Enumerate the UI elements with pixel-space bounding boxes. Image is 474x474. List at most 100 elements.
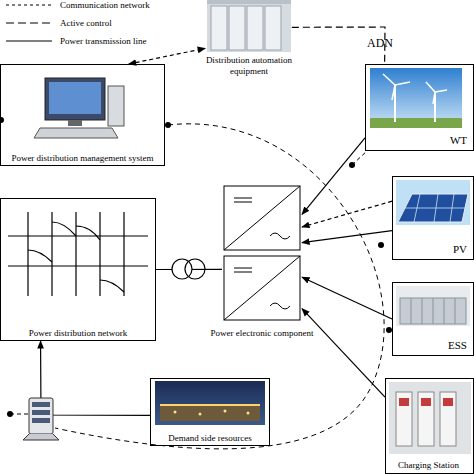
storage-photo	[411, 298, 455, 324]
legend-text: Power transmission line	[60, 36, 147, 46]
control-line	[302, 201, 392, 227]
converter-symbol	[234, 198, 252, 202]
node-label: PV	[453, 243, 467, 256]
legend-row: Power transmission line	[6, 32, 150, 50]
legend-row: Communication network	[6, 0, 150, 14]
wind-turbine-photo	[383, 74, 410, 100]
storage-photo	[400, 298, 466, 324]
power-line	[41, 341, 150, 415]
node-label: Charging Station	[386, 460, 471, 470]
wind-turbine-photo	[370, 68, 462, 128]
legend: Communication networkActive controlPower…	[6, 0, 150, 50]
communication-arc	[165, 122, 171, 128]
power-line	[302, 277, 392, 319]
power-line	[156, 269, 222, 270]
converter-symbol	[270, 303, 290, 309]
legend-line-sample	[6, 18, 52, 28]
legend-line-sample	[6, 40, 52, 41]
charging-station-photo	[421, 398, 431, 406]
node-label: Demand side resources	[139, 433, 281, 443]
cabinet-photo	[207, 0, 291, 52]
power-line	[302, 138, 365, 214]
wind-turbine-photo	[426, 82, 447, 104]
legend-line-sample	[6, 36, 52, 46]
server-icon	[32, 410, 50, 415]
grid-lines	[28, 212, 124, 296]
node-label: Power distribution management system	[0, 153, 176, 163]
cabinet-photo	[265, 6, 281, 50]
grid-lines	[8, 236, 148, 266]
converter-box: Power electronic component	[222, 183, 302, 340]
server-icon	[29, 398, 53, 434]
demand-photo	[160, 405, 260, 421]
communication-arc	[55, 124, 384, 449]
source-box: ESS	[392, 282, 474, 356]
cabinet-photo	[211, 6, 227, 50]
node-label: Power electronic component	[210, 328, 314, 338]
equipment-box: Distribution automation equipment	[198, 0, 300, 78]
demand-photo	[247, 412, 250, 415]
demand-photo	[155, 381, 265, 425]
legend-line-sample	[6, 4, 52, 5]
transformer-symbol	[172, 259, 192, 279]
legend-text: Communication network	[60, 0, 150, 10]
legend-line-sample	[6, 0, 52, 10]
demand-photo	[174, 411, 177, 414]
control-line	[129, 48, 205, 64]
computer-icon	[34, 78, 124, 138]
computer-icon	[49, 82, 101, 114]
charging-station-photo	[396, 392, 412, 446]
network-box: Power distribution network	[0, 198, 156, 341]
cabinet-photo	[207, 0, 291, 4]
demand-photo	[199, 413, 202, 416]
pv-panel-photo	[398, 194, 468, 222]
pv-panel-photo	[405, 194, 465, 222]
communication-arc	[378, 242, 384, 248]
wind-turbine-photo	[370, 68, 462, 128]
grid-lines	[28, 222, 124, 292]
computer-icon	[45, 78, 105, 120]
charging-station-photo	[399, 398, 409, 406]
power-line	[302, 231, 392, 243]
converter-symbol	[234, 268, 252, 272]
communication-arc	[352, 150, 368, 165]
group-label: ADN	[367, 36, 393, 51]
transformer-symbol	[172, 259, 205, 279]
server-icon	[32, 402, 50, 407]
server-icon	[32, 418, 50, 423]
node-label: Power distribution network	[0, 328, 167, 338]
demand-photo	[160, 404, 260, 406]
demand-photo	[224, 410, 227, 413]
legend-text: Active control	[60, 18, 112, 28]
grid-lines	[8, 212, 148, 296]
station-box: Charging Station	[385, 378, 474, 474]
converter-symbol	[224, 186, 300, 250]
storage-photo	[396, 286, 470, 326]
pv-panel-photo	[396, 180, 470, 225]
node-label: Distribution automation equipment	[186, 55, 312, 76]
cabinet-photo	[247, 6, 263, 50]
cabinet-photo	[229, 6, 245, 50]
converter-symbol	[224, 186, 300, 320]
pv-panel-photo	[396, 180, 470, 225]
legend-row: Active control	[6, 14, 150, 32]
wind-turbine-photo	[370, 118, 462, 128]
storage-photo	[396, 286, 470, 326]
computer-icon	[34, 128, 118, 138]
charging-station-photo	[440, 392, 456, 446]
charging-station-photo	[389, 382, 471, 454]
system-box: Power distribution management system	[0, 64, 165, 166]
converter-symbol	[224, 256, 300, 320]
server-icon	[10, 414, 28, 415]
charging-station-photo	[389, 382, 471, 454]
charging-station-photo	[443, 398, 453, 406]
converter-symbol	[270, 233, 290, 239]
node-label: ESS	[448, 339, 467, 352]
computer-icon	[68, 120, 82, 126]
power-line	[302, 309, 385, 398]
converter-symbol	[224, 186, 300, 250]
source-box: WT	[365, 64, 474, 151]
computer-icon	[108, 86, 124, 126]
converter-symbol	[224, 256, 300, 320]
cabinet-photo	[207, 0, 291, 52]
